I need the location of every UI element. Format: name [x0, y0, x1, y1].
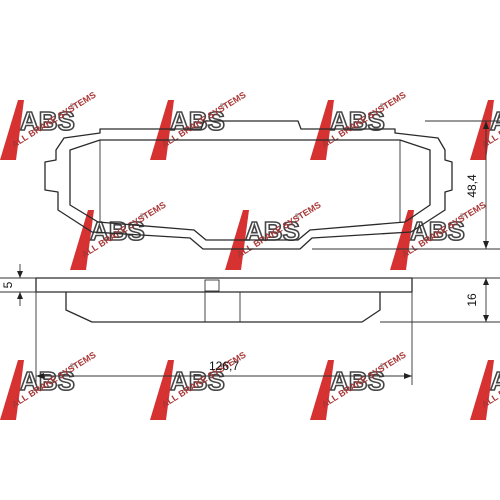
dim-total-label: 16: [465, 293, 479, 307]
watermark-registered-mark: ®: [70, 103, 75, 110]
dim-plate-arrow-top: [17, 271, 23, 278]
watermark-triangle-icon: [310, 360, 334, 420]
dim-length-label: 126,7: [209, 359, 239, 373]
watermark-letters: ABS: [90, 216, 145, 246]
abs-watermark-logo: ABS®ALL BRAKE SYSTEMS: [0, 350, 98, 420]
pad-side-view: [35, 277, 413, 323]
abs-watermark-logo: ABS®ALL BRAKE SYSTEMS: [390, 200, 488, 270]
abs-watermark-logo: ABS®ALL BRAKE SYSTEMS: [70, 200, 168, 270]
watermark-registered-mark: ®: [70, 363, 75, 370]
watermark-layer: ABS®ALL BRAKE SYSTEMS ABS®ALL BRAKE SYSTE…: [0, 90, 500, 420]
side-backing-plate: [35, 277, 413, 293]
abs-watermark-logo: ABS®ALL BRAKE SYSTEMS: [310, 350, 408, 420]
watermark-registered-mark: ®: [140, 213, 145, 220]
watermark-registered-mark: ®: [295, 213, 300, 220]
watermark-registered-mark: ®: [460, 213, 465, 220]
dimension-lines: 48,4 5 16 126,7: [0, 120, 500, 385]
side-friction-block: [65, 292, 381, 323]
dim-plate-arrow-bottom: [17, 292, 23, 299]
abs-watermark-logo: ABS®ALL BRAKE SYSTEMS: [225, 200, 323, 270]
watermark-triangle-icon: [0, 360, 24, 420]
watermark-letters: ABS: [245, 216, 300, 246]
dim-height-label: 48,4: [465, 174, 479, 198]
abs-watermark-logo: ABS®ALL BRAKE SYSTEMS: [0, 90, 98, 160]
pad-top-view: [44, 120, 453, 250]
watermark-registered-mark: ®: [380, 103, 385, 110]
watermark-triangle-icon: [390, 210, 414, 270]
watermark-letters: ABS: [20, 366, 75, 396]
watermark-triangle-icon: [150, 100, 174, 160]
watermark-triangle-icon: [470, 100, 494, 160]
watermark-triangle-icon: [70, 210, 94, 270]
backing-plate-outline: [44, 120, 453, 250]
dim-height-arrow-bottom: [483, 241, 489, 249]
dim-plate-label: 5: [1, 281, 15, 288]
dim-length-arrow-left: [36, 373, 44, 379]
watermark-letters: ABS: [170, 366, 225, 396]
side-clip: [204, 279, 220, 292]
watermark-letters: ABS: [490, 366, 500, 396]
watermark-letters: ABS: [20, 106, 75, 136]
abs-watermark-logo: ABS®ALL BRAKE SYSTEMS: [310, 90, 408, 160]
dim-total-arrow-top: [483, 278, 489, 285]
abs-watermark-logo: ABS®ALL BRAKE SYSTEMS: [470, 350, 500, 420]
dim-height-arrow-top: [483, 121, 489, 129]
watermark-registered-mark: ®: [220, 103, 225, 110]
watermark-letters: ABS: [330, 106, 385, 136]
watermark-triangle-icon: [0, 100, 24, 160]
watermark-triangle-icon: [150, 360, 174, 420]
abs-watermark-logo: ABS®ALL BRAKE SYSTEMS: [150, 90, 248, 160]
watermark-registered-mark: ®: [380, 363, 385, 370]
dim-length-arrow-right: [404, 373, 412, 379]
dim-total-arrow-bottom: [483, 315, 489, 322]
watermark-registered-mark: ®: [220, 363, 225, 370]
watermark-letters: ABS: [410, 216, 465, 246]
watermark-triangle-icon: [310, 100, 334, 160]
watermark-letters: ABS: [330, 366, 385, 396]
watermark-triangle-icon: [470, 360, 494, 420]
